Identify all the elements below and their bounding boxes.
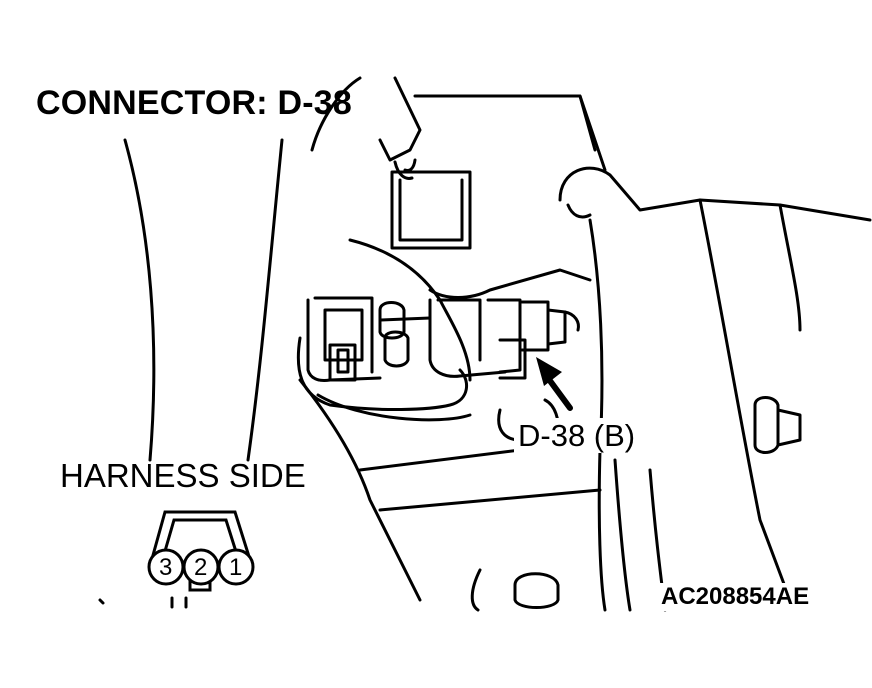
far-right-curve [698,198,792,602]
lower-bolt [513,572,560,609]
pin-1-outline [217,548,255,586]
right-connector-d38 [520,300,550,352]
pin-number-2: 2 [194,554,208,581]
nut-upper [378,301,406,340]
right-connector-body [428,298,507,378]
right-panel-top [558,166,872,222]
nut-lower [383,330,410,368]
connector-callout-label: D-38 (B) [514,418,640,453]
hose-end [393,160,414,180]
left-connector-body [306,298,382,382]
left-connector-latch [328,343,357,382]
left-outline-curve [123,138,156,462]
cover-edge [348,238,472,382]
harness-connector [147,510,255,592]
figure-code: AC208854AE [658,583,813,611]
pin-number-1: 1 [229,554,243,581]
hose-right-edge [378,76,422,162]
harness-side-label: HARNESS SIDE [60,457,306,494]
top-bracket [413,94,607,172]
connector-title: CONNECTOR: D-38 [36,84,352,122]
left-inner-curve [246,138,284,462]
bracket-box [390,170,472,250]
callout-arrow-head [536,357,562,386]
base-plate [296,336,469,411]
right-bolt [753,396,780,454]
pin-number-3: 3 [159,554,173,581]
hose-left-edge [310,76,362,152]
right-panel-edge [588,218,607,612]
